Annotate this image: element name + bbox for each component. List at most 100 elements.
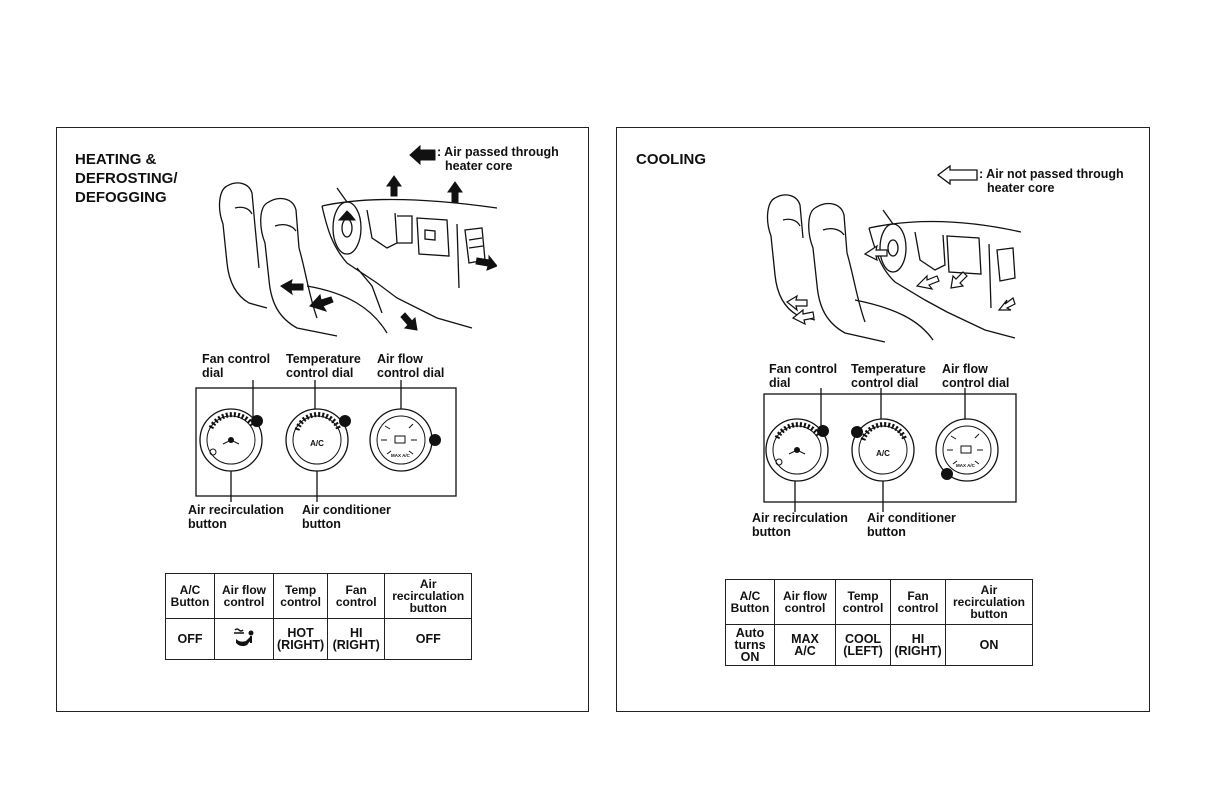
cell-line: recirculation <box>952 595 1026 609</box>
temperature-control-dial[interactable]: A/C <box>285 408 351 472</box>
control-panel-illustration: A/C MAX A/C <box>195 380 457 502</box>
label-line: control dial <box>942 376 1010 390</box>
legend-line: heater core <box>987 181 1055 195</box>
cell-line: MAX <box>791 632 819 646</box>
label-line: control dial <box>851 376 919 390</box>
cell-line: control <box>280 595 321 609</box>
cell-line: ON <box>740 650 760 664</box>
table-cell: HOT(RIGHT) <box>272 618 329 660</box>
cell-line: Air <box>980 583 998 597</box>
air-flow-control-dial[interactable]: MAX A/C <box>369 408 441 472</box>
fan-control-dial-label: Fan control dial <box>769 362 837 390</box>
air-flow-control-dial-label: Air flow control dial <box>942 362 1009 390</box>
table-cell: OFF <box>165 618 215 660</box>
air-conditioner-button-label: Air conditioner button <box>302 503 391 531</box>
label-line: Fan control <box>769 362 838 376</box>
fan-control-dial[interactable] <box>765 418 829 482</box>
cell-line: OFF <box>177 632 203 646</box>
cell-line: HOT <box>287 626 314 640</box>
foot-and-defrost-icon <box>234 628 254 647</box>
cell-line: Auto <box>735 626 765 640</box>
cell-line: (RIGHT) <box>894 644 942 658</box>
legend-text: : Air not passed through heater core <box>979 167 1124 195</box>
air-flow-control-dial[interactable]: MAX A/C <box>935 418 999 482</box>
table-cell: OFF <box>384 618 473 660</box>
table-cell: COOL(LEFT) <box>835 624 891 666</box>
temperature-control-dial[interactable]: A/C <box>851 418 915 482</box>
temperature-control-dial-label: Temperature control dial <box>286 352 361 380</box>
cell-line: HI <box>911 632 925 646</box>
title-line: COOLING <box>636 151 706 168</box>
cell-line: Fan <box>907 589 929 603</box>
temperature-control-dial-label: Temperature control dial <box>851 362 926 390</box>
panel-title: COOLING <box>636 150 706 169</box>
max-ac-text: MAX A/C <box>391 453 411 458</box>
cell-line: Button <box>730 601 770 615</box>
cell-line: Temp <box>847 589 879 603</box>
heating-defrosting-panel: HEATING & DEFROSTING/ DEFOGGING : Air pa… <box>56 127 589 712</box>
cell-line: control <box>223 595 265 609</box>
label-line: Air recirculation <box>188 503 284 517</box>
cell-line: control <box>897 601 939 615</box>
cell-line: button <box>409 601 447 615</box>
table-cell: HI(RIGHT) <box>890 624 946 666</box>
air-flow-control-dial-label: Air flow control dial <box>377 352 444 380</box>
fan-control-dial[interactable] <box>199 408 263 472</box>
label-line: Air flow <box>377 352 423 366</box>
air-recirculation-button-label: Air recirculation button <box>188 503 284 531</box>
cell-line: turns <box>734 638 766 652</box>
cell-line: control <box>335 595 377 609</box>
car-interior-illustration <box>766 194 1021 343</box>
label-line: dial <box>202 366 224 380</box>
cell-line: control <box>842 601 884 615</box>
air-conditioner-button-label: Air conditioner button <box>867 511 956 539</box>
label-line: Air recirculation <box>752 511 848 525</box>
label-line: Air conditioner <box>302 503 391 517</box>
label-line: button <box>752 525 791 539</box>
cell-line: Air flow <box>222 583 266 597</box>
legend-text: : Air passed through heater core <box>437 145 559 173</box>
cell-line: recirculation <box>392 589 465 603</box>
cell-line: control <box>784 601 826 615</box>
label-line: Air flow <box>942 362 988 376</box>
air-recirculation-button-label: Air recirculation button <box>752 511 848 539</box>
ac-button-text: A/C <box>876 449 890 458</box>
panel-title: HEATING & DEFROSTING/ DEFOGGING <box>75 150 178 207</box>
title-line: DEFROSTING/ <box>75 170 178 187</box>
title-line: DEFOGGING <box>75 189 167 206</box>
table-cell: ON <box>945 624 1033 666</box>
table-cell: HI(RIGHT) <box>327 618 386 660</box>
label-line: Fan control <box>202 352 271 366</box>
label-line: control dial <box>286 366 354 380</box>
cell-line: A/C <box>794 644 816 658</box>
label-line: Temperature <box>286 352 361 366</box>
max-ac-text: MAX A/C <box>956 463 976 468</box>
outline-arrow-legend-icon <box>937 165 978 185</box>
cell-line: COOL <box>844 632 882 646</box>
legend-line: : Air not passed through <box>979 167 1124 181</box>
label-line: Air conditioner <box>867 511 956 525</box>
cell-line: Temp <box>285 583 317 597</box>
cell-line: Air <box>419 577 437 591</box>
cell-line: (RIGHT) <box>332 638 380 652</box>
label-line: button <box>188 517 227 531</box>
cell-line: Air flow <box>783 589 827 603</box>
title-line: HEATING & <box>75 151 157 168</box>
cell-line: HI <box>349 626 363 640</box>
control-panel-illustration: A/C MAX A/C <box>763 388 1017 512</box>
label-line: button <box>302 517 341 531</box>
ac-button-text: A/C <box>310 439 324 448</box>
cell-line: ON <box>979 638 999 652</box>
cell-line: Fan <box>345 583 367 597</box>
